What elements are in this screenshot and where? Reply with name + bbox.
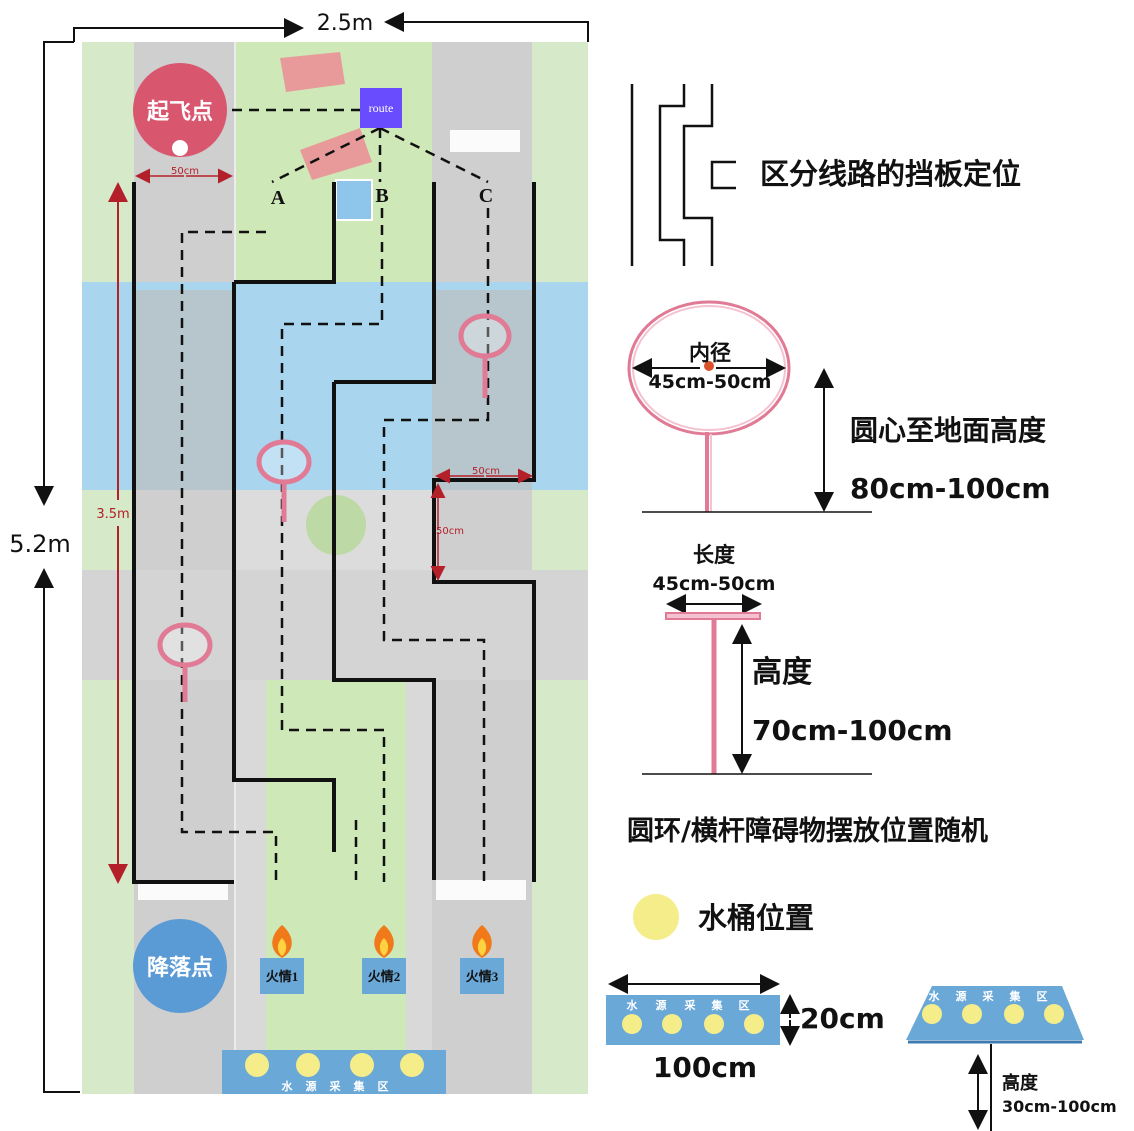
takeoff-point: 起飞点 (133, 63, 227, 157)
ring-legend-icon (627, 300, 872, 513)
stand-zone-char-4: 集 (1009, 989, 1022, 1003)
map-zone-char-5: 区 (378, 1080, 389, 1093)
baffle-label: 区分线路的挡板定位 (760, 157, 1021, 191)
fire-1-label: 火情1 (266, 969, 299, 984)
baffle-icon (630, 84, 736, 266)
ring-inner-label: 内径 (689, 341, 731, 365)
map-ring-3 (157, 622, 213, 702)
landing-point: 降落点 (133, 919, 227, 1013)
legend-zone-char-1: 水 (627, 998, 639, 1012)
map-zone-char-4: 集 (353, 1079, 366, 1093)
route-walls (132, 182, 536, 884)
legend-zone-char-2: 源 (656, 998, 667, 1012)
width-label: 2.5m (317, 11, 373, 36)
stand-height-value: 30cm-100cm (1002, 1097, 1117, 1116)
map-zone-char-3: 采 (329, 1079, 342, 1093)
zone-height-value: 20cm (800, 1002, 885, 1035)
legend-zone-char-5: 区 (739, 999, 750, 1012)
stand-zone-char-1: 水 (929, 989, 941, 1003)
fire-1: 火情1 (260, 925, 304, 994)
height-label: 5.2m (9, 530, 71, 558)
takeoff-label: 起飞点 (146, 99, 213, 124)
map-zone-char-1: 水 (282, 1079, 294, 1093)
water-zone-stand-legend: 水 源 采 集 区 (906, 986, 1084, 1131)
gap-label-mid-h: 50cm (472, 466, 500, 477)
stand-zone-char-2: 源 (956, 989, 967, 1003)
stand-zone-char-5: 区 (1037, 990, 1048, 1003)
fire-2-label: 火情2 (368, 969, 401, 984)
map-ring-2 (256, 439, 312, 522)
route-label-c: C (479, 185, 493, 207)
flight-paths (180, 108, 490, 882)
bucket-label: 水桶位置 (698, 901, 814, 935)
map-water-zone: 水 源 采 集 区 (222, 1050, 446, 1094)
zone-width-value: 100cm (653, 1051, 757, 1084)
width-dimension (73, 12, 589, 42)
random-placement-note: 圆环/横杆障碍物摆放位置随机 (627, 815, 988, 847)
water-zone-legend: 水 源 采 集 区 (606, 974, 800, 1046)
fire-3-label: 火情3 (466, 969, 499, 984)
bar-height-title: 高度 (752, 655, 812, 690)
inner-height-label: 3.5m (96, 507, 129, 522)
gap-label-top: 50cm (171, 166, 199, 177)
landing-label: 降落点 (147, 955, 213, 980)
map-ring-1 (458, 313, 512, 398)
ring-height-value: 80cm-100cm (850, 472, 1051, 505)
bar-length-label: 长度 (693, 543, 735, 567)
route-box-label: route (369, 101, 394, 115)
ring-inner-value: 45cm-50cm (649, 371, 772, 393)
stand-zone-char-3: 采 (982, 989, 995, 1003)
route-box (360, 88, 402, 128)
stand-height-title: 高度 (1002, 1072, 1039, 1094)
bucket-icon (633, 894, 679, 940)
bar-legend-icon (642, 594, 872, 775)
gap-label-mid-v: 50cm (436, 526, 464, 537)
route-label-b: B (375, 185, 388, 207)
ring-height-title: 圆心至地面高度 (850, 414, 1046, 447)
bar-length-value: 45cm-50cm (653, 573, 776, 595)
legend-zone-char-4: 集 (711, 998, 724, 1012)
fire-2: 火情2 (362, 925, 406, 994)
bar-height-value: 70cm-100cm (752, 714, 953, 747)
map-zone-char-2: 源 (306, 1079, 317, 1093)
fire-3: 火情3 (460, 925, 504, 994)
legend-zone-char-3: 采 (684, 998, 697, 1012)
height-dimension (34, 41, 80, 1093)
route-label-a: A (271, 187, 286, 209)
